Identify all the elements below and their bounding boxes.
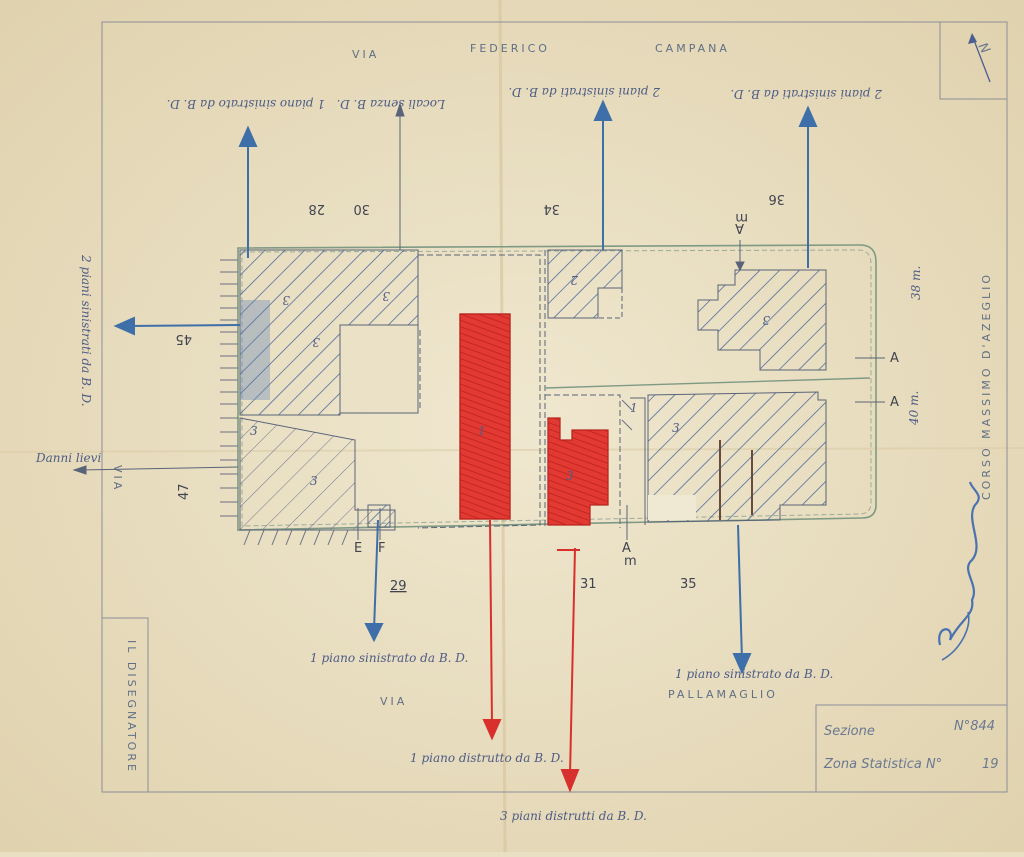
floor-label-3: 3: [382, 289, 390, 303]
civic-number-30: 30: [353, 201, 370, 216]
section-label: Sezione: [824, 724, 875, 739]
note-top-1: 1 piano sinistrato da B. D.: [167, 97, 325, 111]
floor-label-9: 3: [566, 469, 574, 483]
building-bottom-left: [239, 417, 396, 531]
north-arrow-icon: [971, 34, 991, 83]
marker-m-top: m: [735, 210, 748, 225]
dimension-38m: 38 m.: [909, 266, 923, 300]
note-top-4: 2 piani sinistrati da B. D.: [730, 87, 883, 101]
floor-label-7: 3: [310, 474, 318, 488]
floor-label-4: 2: [570, 273, 579, 287]
marker-m-bottom: m: [624, 554, 637, 569]
marker-A-top: A: [735, 220, 744, 235]
building-bottom-right: [647, 391, 827, 523]
note-bottom-4: 1 piano sinistrato da B. D.: [675, 667, 833, 681]
marker-A-bottom: A: [622, 541, 631, 556]
civic-number-36: 36: [768, 191, 785, 206]
civic-number-31: 31: [580, 577, 597, 592]
marker-A-right-2: A: [890, 395, 899, 410]
section-markers: [357, 240, 885, 540]
civic-number-47: 47: [177, 483, 192, 500]
pencil-arrows: [72, 102, 405, 475]
civic-number-29: 29: [390, 579, 407, 594]
floor-label-2: 3: [312, 335, 320, 349]
street-top-3: CAMPANA: [655, 42, 730, 55]
designer-title: IL DISEGNATORE: [125, 640, 138, 774]
section-value: N°844: [954, 719, 995, 734]
civic-number-45: 45: [175, 331, 192, 346]
floor-label-5: 3: [762, 313, 770, 327]
note-top-2: Locali senza B. D.: [337, 97, 446, 111]
dimension-40m: 40 m.: [907, 391, 921, 426]
courtyard-outline: [417, 254, 541, 529]
street-top-2: FEDERICO: [470, 42, 550, 55]
north-box: [939, 21, 1008, 100]
zone-label: Zona Statistica N°: [823, 757, 942, 772]
civic-number-28: 28: [308, 201, 325, 216]
designer-box: [101, 617, 149, 793]
map-frame: [101, 21, 1008, 793]
marker-A-right-1: A: [890, 351, 899, 366]
floor-label-10: 3: [672, 421, 680, 435]
floor-label-8: 1: [478, 424, 486, 438]
street-bottom-right: PALLAMAGLIO: [668, 688, 778, 701]
zone-value: 19: [982, 757, 999, 772]
floor-label-11: 1: [630, 401, 638, 415]
floor-label-6: 3: [250, 424, 258, 438]
small-hatched-square: [367, 504, 391, 528]
street-top-1: VIA: [352, 48, 379, 61]
civic-number-35: 35: [680, 577, 697, 592]
building-destroyed-center: [459, 313, 511, 520]
street-bottom-left: VIA: [380, 695, 407, 708]
building-top-right: [697, 269, 827, 371]
signature-mark: [938, 481, 980, 646]
building-destroyed-small: [547, 417, 609, 526]
marker-F: F: [378, 541, 385, 556]
block-outline: [237, 244, 877, 531]
marker-E: E: [354, 541, 362, 556]
note-left-2: Danni lievi: [35, 451, 101, 465]
civic-number-34: 34: [543, 201, 560, 216]
street-right: CORSO MASSIMO D'AZEGLIO: [980, 272, 993, 500]
note-bottom-2: 1 piano distrutto da B. D.: [410, 751, 564, 765]
red-arrows: [482, 519, 580, 793]
note-left-1: 2 piani sinistrati da B. D.: [79, 254, 93, 407]
floor-label-1: 3: [282, 293, 290, 307]
note-bottom-1: 1 piano sinistrato da B. D.: [310, 651, 468, 665]
legend-box: [815, 704, 1008, 793]
street-left: VIA: [111, 465, 124, 492]
note-bottom-3: 3 piani distrutti da B. D.: [500, 809, 647, 823]
blue-arrows: [113, 99, 818, 675]
left-edge-ticks: [220, 259, 349, 546]
note-top-3: 2 piani sinistrati da B. D.: [508, 85, 661, 99]
